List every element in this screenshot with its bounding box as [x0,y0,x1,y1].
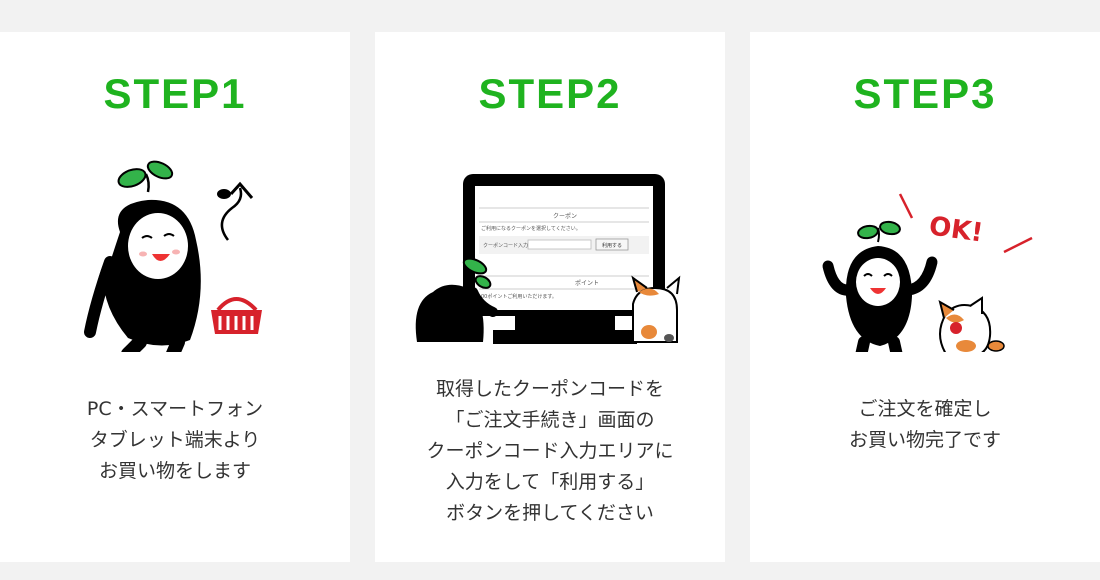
step-description: ご注文を確定し お買い物完了です [750,394,1100,456]
step-card-1: STEP1 PC・スマ [0,32,350,562]
step-description-line: 「ご注文手続き」画面の [445,409,655,431]
step-title: STEP3 [853,70,997,117]
step-description-line: クーポンコード入力エリアに [426,440,674,462]
step-title: STEP2 [478,70,622,117]
step-description-line: お買い物をします [98,460,251,482]
step-description-line: タブレット端末より [89,429,261,451]
step-description: 取得したクーポンコードを 「ご注文手続き」画面の クーポンコード入力エリアに 入… [375,374,725,529]
monitor-point-header: ポイント [575,279,599,287]
ok-text: OK! [927,211,985,248]
step-title: STEP1 [103,70,247,117]
step-description-line: PC・スマートフォン [86,398,264,420]
monitor-coupon-header: クーポン [553,212,577,220]
step-description-line: 取得したクーポンコードを [435,378,664,400]
step-description-line: お買い物完了です [848,429,1001,451]
step-description: PC・スマートフォン タブレット端末より お買い物をします [0,394,350,487]
shopping-character-illustration [84,160,262,352]
monitor-point-text: 00ポイントご利用いただけます。 [481,293,557,300]
step-card-2: STEP2 クーポン ご利用になるクーポンを選択してください。 クーポンコード入… [375,32,725,562]
step-description-line: ボタンを押してください [446,502,654,524]
step-card-3: STEP3 OK! [750,32,1100,562]
order-complete-illustration: OK! [822,193,1033,352]
monitor-coupon-prompt: ご利用になるクーポンを選択してください。 [481,225,581,232]
step-description-line: 入力をして「利用する」 [445,471,655,493]
monitor-use-button-label: 利用する [602,242,622,249]
monitor-coupon-illustration: クーポン ご利用になるクーポンを選択してください。 クーポンコード入力 利用する… [415,174,681,344]
step-description-line: ご注文を確定し [858,398,992,420]
monitor-coupon-input-label: クーポンコード入力 [483,242,528,249]
